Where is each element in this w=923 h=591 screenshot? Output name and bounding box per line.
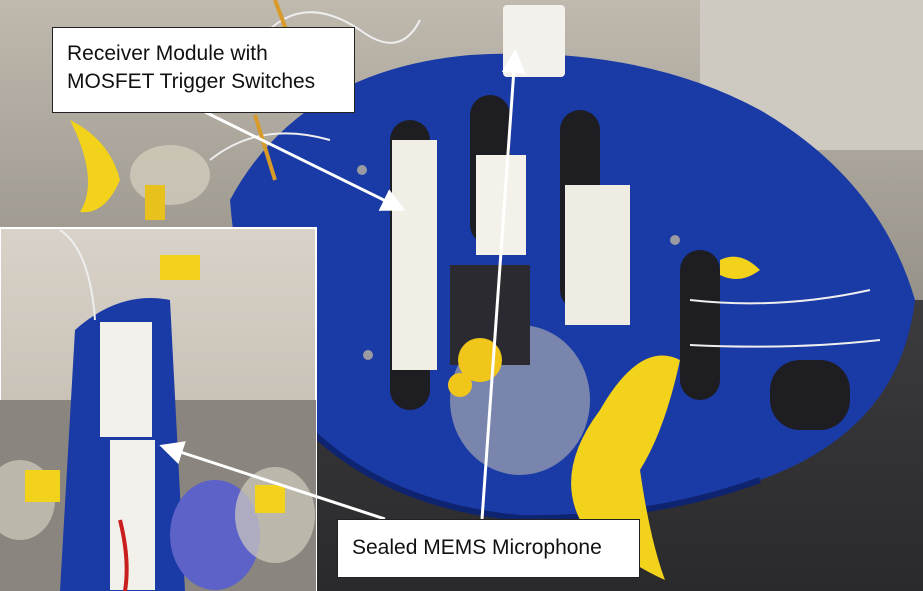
gear [448,373,472,397]
screw [357,165,367,175]
inset-clear-disc [235,467,315,563]
receiver-module-callout: Receiver Module with MOSFET Trigger Swit… [52,27,355,113]
screw [670,235,680,245]
screw [363,350,373,360]
body-slot [680,250,720,400]
inset-wire [59,229,96,321]
inset-microphone-post [100,322,152,437]
receiver-block [565,185,630,325]
microphone-callout: Sealed MEMS Microphone [337,519,640,578]
receiver-block [392,140,437,370]
wire [689,289,871,305]
wire [689,339,881,348]
receiver-block [476,155,526,255]
inset-yellow-part [255,485,285,513]
inset-wire-red [118,519,129,591]
gear [145,185,165,220]
inset-photo [0,227,317,591]
inset-white-block [110,440,155,590]
body-slot [770,360,850,430]
clear-disc [130,145,210,205]
microphone-callout-text: Sealed MEMS Microphone [352,536,602,559]
inset-yellow-part [25,470,60,502]
receiver-callout-line1: Receiver Module with [67,42,268,65]
receiver-callout-line2: MOSFET Trigger Switches [67,70,316,93]
yellow-fin-small [720,256,760,279]
microphone-post [503,5,565,77]
yellow-tail-fin [70,120,120,213]
inset-yellow-part [160,255,200,280]
